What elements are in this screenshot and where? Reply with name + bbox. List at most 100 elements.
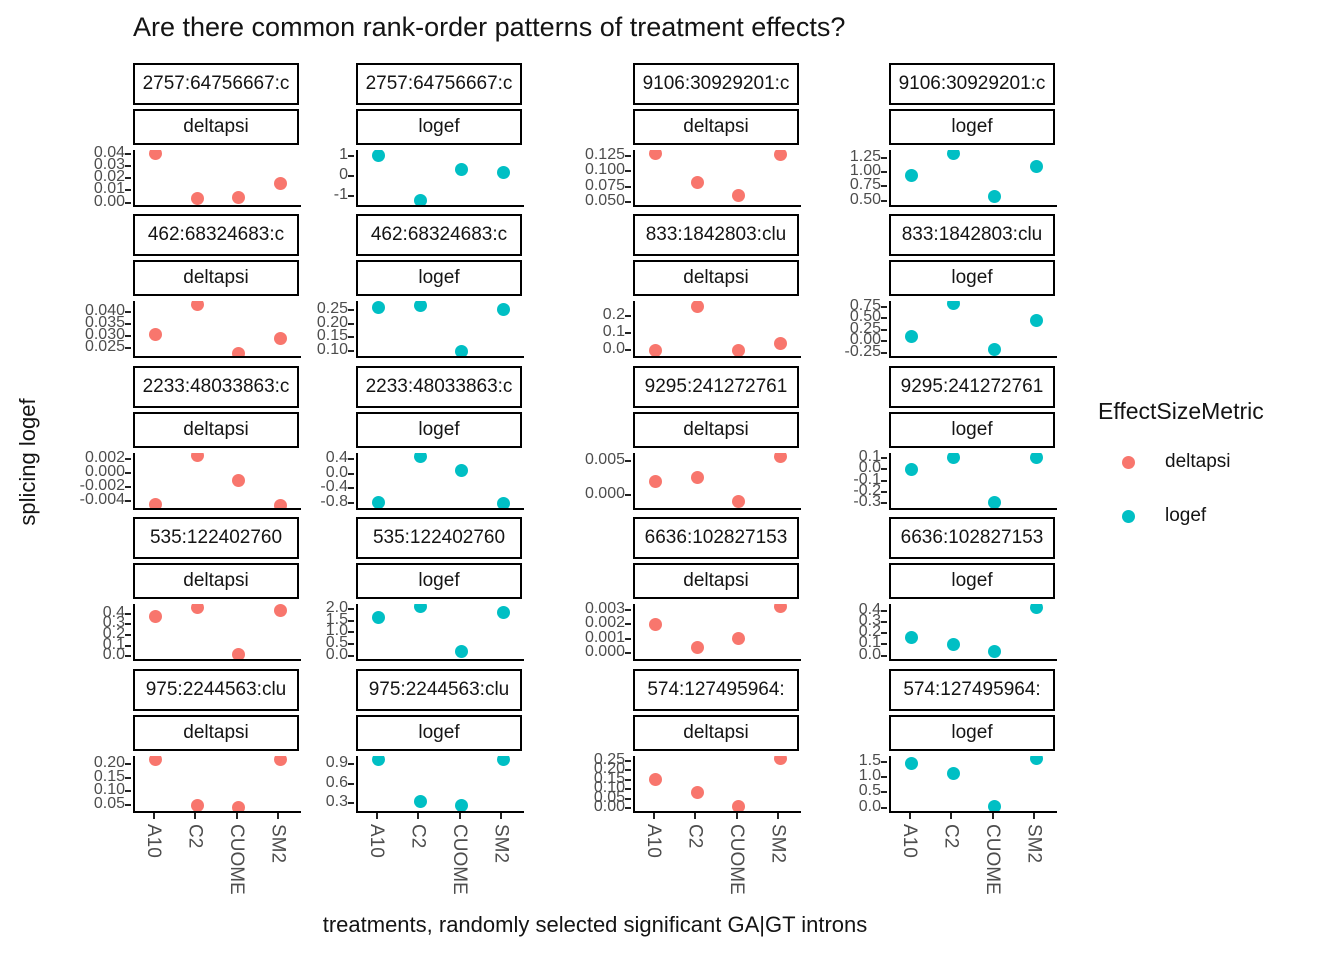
data-point: [773, 336, 787, 350]
y-tick-mark: [125, 763, 131, 766]
data-point: [496, 497, 510, 508]
facet-panel: [356, 301, 524, 358]
data-point: [273, 756, 287, 766]
y-tick-label: 0.001: [584, 628, 625, 646]
data-point: [190, 798, 204, 811]
data-point: [455, 463, 469, 477]
y-tick-mark: [881, 171, 887, 174]
data-point: [232, 647, 246, 659]
facet-strip-intron: 2757:64756667:c: [356, 63, 522, 105]
y-tick-mark: [125, 177, 131, 180]
y-tick-label: 0.5: [325, 634, 348, 652]
y-tick-label: 0.02: [93, 168, 125, 186]
y-tick-label: 2.0: [325, 598, 348, 616]
data-point: [273, 498, 287, 508]
y-tick-label: 0.035: [84, 313, 125, 331]
data-point: [649, 343, 663, 356]
y-tick-mark: [125, 310, 131, 313]
y-tick-mark: [625, 493, 631, 496]
data-point: [273, 604, 287, 617]
y-tick-label: 0.00: [849, 331, 881, 349]
y-tick-mark: [348, 763, 354, 766]
y-tick-mark: [881, 456, 887, 459]
data-point: [455, 644, 469, 658]
facet-strip-metric: logef: [356, 109, 522, 145]
data-point: [413, 604, 427, 614]
y-tick-label: 0: [339, 166, 348, 183]
facet-strip-metric: deltapsi: [633, 715, 799, 751]
y-tick-mark: [881, 199, 887, 202]
data-point: [496, 605, 510, 619]
y-tick-mark: [348, 309, 354, 312]
facet-strip-intron: 833:1842803:clu: [633, 214, 799, 256]
facet-panel: [633, 756, 801, 813]
facet-strip-metric: logef: [356, 260, 522, 296]
y-tick-label: 1.00: [849, 162, 881, 180]
y-tick-label: 0.10: [593, 779, 625, 797]
y-tick-mark: [348, 175, 354, 177]
facet-panel: [889, 150, 1057, 207]
y-tick-label: 0.0: [858, 645, 881, 663]
data-point: [905, 462, 919, 476]
facet-strip-metric: deltapsi: [633, 260, 799, 296]
data-point: [149, 610, 163, 624]
y-tick-label: 0.20: [316, 313, 348, 331]
data-point: [455, 345, 469, 356]
y-tick-mark: [881, 185, 887, 188]
legend-label-logef: logef: [1165, 505, 1207, 526]
data-point: [455, 798, 469, 811]
facet-strip-intron: 535:122402760: [356, 517, 522, 559]
data-point: [946, 301, 960, 311]
y-tick-label: 0.4: [858, 600, 881, 618]
facet-panel: [356, 453, 524, 510]
y-tick-label: 0.15: [316, 327, 348, 345]
data-point: [732, 494, 746, 508]
y-tick-label: 0.025: [84, 337, 125, 355]
facet-strip-intron: 2233:48033863:c: [133, 366, 299, 408]
facet-strip-intron: 975:2244563:clu: [356, 669, 522, 711]
logef-point-icon: [1122, 509, 1135, 523]
y-tick-label: 0.005: [584, 451, 625, 469]
facet-strip-intron: 462:68324683:c: [133, 214, 299, 256]
x-tick-mark: [735, 813, 738, 819]
y-tick-label: 0.075: [584, 176, 625, 194]
x-tick-label: SM2: [1023, 824, 1045, 864]
data-point: [773, 756, 787, 765]
y-tick-label: -0.3: [853, 493, 881, 511]
x-tick-label: SM2: [490, 824, 512, 864]
y-tick-mark: [348, 458, 354, 461]
y-tick-mark: [625, 608, 631, 611]
facet-panel: [356, 604, 524, 661]
y-tick-label: 0.0: [858, 459, 881, 477]
y-tick-label: 1: [339, 146, 348, 163]
y-tick-label: 0.04: [93, 143, 125, 161]
data-point: [232, 801, 246, 811]
y-tick-label: 0.000: [84, 463, 125, 481]
y-tick-label: 0.0: [325, 463, 348, 481]
y-tick-mark: [125, 346, 131, 349]
y-tick-label: 0.0: [858, 797, 881, 815]
facet-strip-metric: logef: [889, 563, 1055, 599]
facet-strip-intron: 535:122402760: [133, 517, 299, 559]
data-point: [690, 640, 704, 654]
facet-strip-metric: logef: [889, 412, 1055, 448]
y-tick-label: 0.1: [602, 323, 625, 341]
y-tick-label: 0.0: [602, 340, 625, 358]
x-tick-mark: [694, 813, 697, 819]
x-tick-mark: [1033, 813, 1036, 819]
x-tick-label: C2: [407, 824, 429, 849]
y-tick-mark: [625, 623, 631, 626]
x-tick-mark: [652, 813, 655, 819]
y-tick-label: 0.05: [93, 795, 125, 812]
y-tick-mark: [125, 334, 131, 337]
facet-strip-metric: deltapsi: [133, 412, 299, 448]
y-tick-label: 0.50: [849, 308, 881, 326]
data-point: [232, 473, 246, 487]
y-tick-mark: [625, 637, 631, 640]
data-point: [905, 330, 919, 344]
y-tick-label: 0.100: [584, 161, 625, 179]
y-tick-label: 0.1: [858, 447, 881, 465]
y-tick-mark: [125, 152, 131, 155]
facet-panel: [133, 756, 301, 813]
data-point: [732, 189, 746, 203]
